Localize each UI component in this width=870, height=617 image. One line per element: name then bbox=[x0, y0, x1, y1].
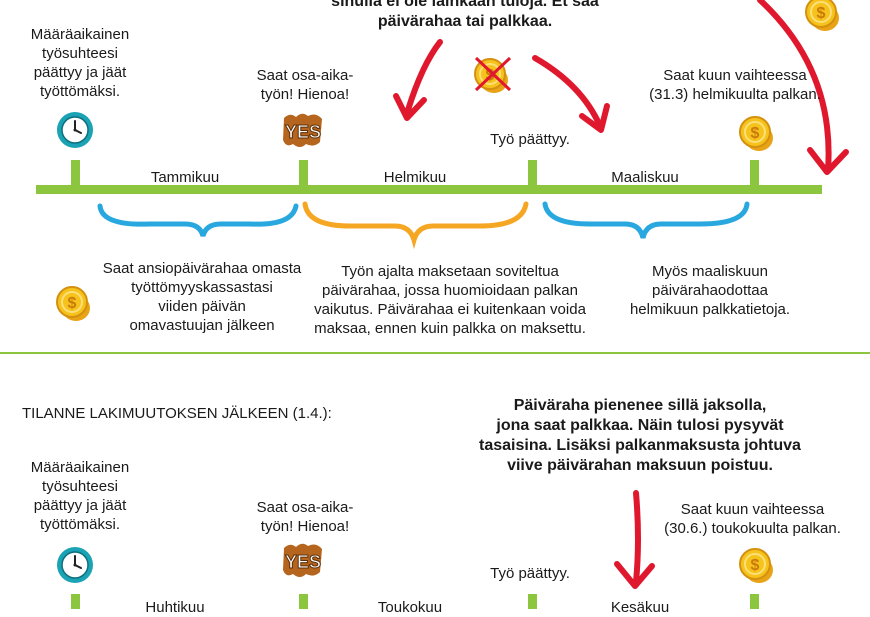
top-note-adjusted-allowance: Työn ajalta maksetaan soviteltua päivära… bbox=[314, 263, 586, 337]
month-june: Kesäkuu bbox=[610, 599, 670, 616]
arrow-right bbox=[532, 55, 603, 129]
section-divider bbox=[0, 352, 870, 354]
bottom-contract-end-label: Määräaikainen työsuhteesi päättyy ja jää… bbox=[30, 459, 130, 533]
coin-icon bbox=[805, 0, 840, 32]
coin-icon bbox=[739, 548, 774, 584]
top-salary-label: Saat kuun vaihteessa (31.3) helmikuulta … bbox=[649, 67, 821, 103]
bottom-headline: Päiväraha pienenee sillä jaksolla, jona … bbox=[479, 397, 801, 474]
clock-icon bbox=[56, 111, 94, 149]
arrow-far-right bbox=[757, 0, 832, 173]
yes-sign-icon bbox=[282, 543, 323, 578]
clock-icon bbox=[56, 546, 94, 584]
top-work-ends-label: Työ päättyy. bbox=[490, 131, 570, 148]
top-note-daily-allowance: Saat ansiopäivärahaa omasta työttömyyska… bbox=[102, 260, 302, 334]
yes-sign-icon bbox=[282, 113, 323, 148]
bottom-timeline-tick bbox=[299, 594, 308, 609]
top-header-fragment: sinulla ei ole lainkaan tuloja. Et saa p… bbox=[331, 0, 599, 30]
top-timeline-bar bbox=[36, 185, 822, 194]
coin-icon bbox=[739, 116, 774, 152]
brace-february bbox=[302, 201, 529, 250]
arrow-bottom-head bbox=[614, 561, 655, 589]
bottom-timeline-tick bbox=[528, 594, 537, 609]
month-april: Huhtikuu bbox=[145, 599, 205, 616]
bottom-salary-label: Saat kuun vaihteessa (30.6.) toukokuulta… bbox=[664, 501, 841, 537]
bottom-timeline-tick bbox=[71, 594, 80, 609]
top-timeline-tick bbox=[528, 160, 537, 194]
brace-january bbox=[97, 203, 299, 237]
bottom-section-title: TILANNE LAKIMUUTOKSEN JÄLKEEN (1.4.): bbox=[22, 405, 332, 422]
top-timeline-tick bbox=[750, 160, 759, 194]
bottom-timeline-tick bbox=[750, 594, 759, 609]
top-part-time-label: Saat osa-aika- työn! Hienoa! bbox=[256, 67, 354, 103]
top-note-march: Myös maaliskuun päivärahaodottaa helmiku… bbox=[629, 263, 791, 318]
bottom-work-ends-label: Työ päättyy. bbox=[490, 565, 570, 582]
arrow-left bbox=[405, 39, 443, 113]
top-timeline-tick bbox=[299, 160, 308, 194]
month-may: Toukokuu bbox=[377, 599, 443, 616]
top-contract-end-label: Määräaikainen työsuhteesi päättyy ja jää… bbox=[30, 26, 130, 100]
bottom-part-time-label: Saat osa-aika- työn! Hienoa! bbox=[256, 499, 354, 535]
arrow-left-head bbox=[393, 93, 427, 121]
arrow-bottom bbox=[633, 490, 641, 585]
month-march: Maaliskuu bbox=[611, 169, 679, 186]
month-january: Tammikuu bbox=[150, 169, 220, 186]
month-february: Helmikuu bbox=[383, 169, 447, 186]
brace-march bbox=[542, 201, 750, 239]
top-timeline-tick bbox=[71, 160, 80, 194]
crossed-coin-icon bbox=[474, 56, 512, 94]
arrow-far-right-head bbox=[807, 147, 849, 175]
arrow-right-head bbox=[579, 103, 610, 133]
